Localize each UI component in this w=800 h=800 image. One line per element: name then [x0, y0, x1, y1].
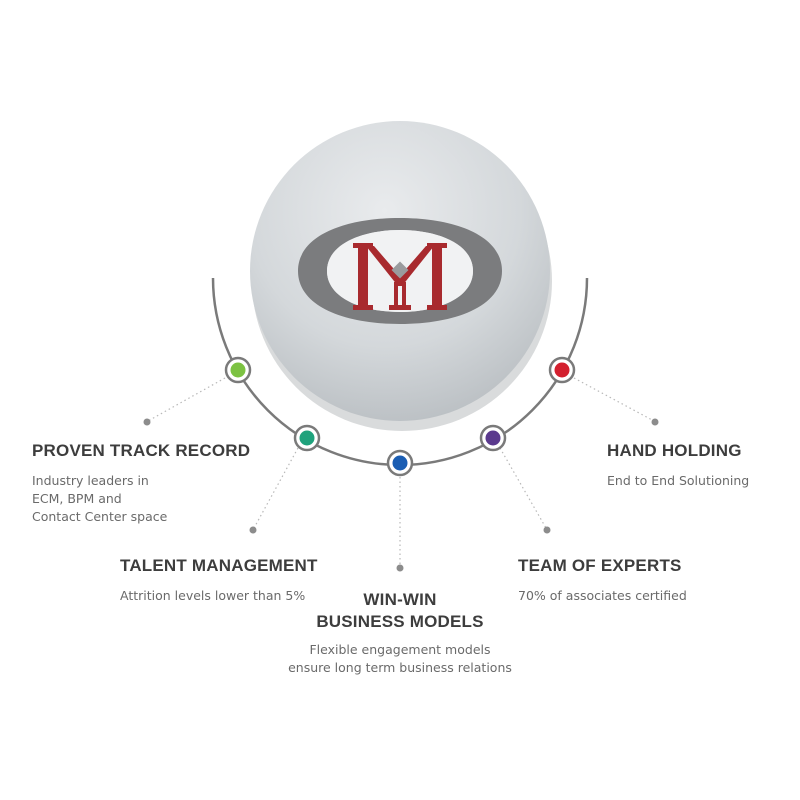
item-desc-line: Flexible engagement models: [309, 642, 491, 657]
item-desc-line: Industry leaders in: [32, 473, 149, 488]
company-logo: [298, 218, 502, 324]
item-desc-line: Contact Center space: [32, 509, 168, 524]
end-dot-experts: [543, 526, 551, 534]
item-title: TEAM OF EXPERTS: [518, 556, 682, 575]
connector-line-talent: [253, 447, 299, 529]
node-experts: [479, 424, 507, 452]
item-desc-line: ECM, BPM and: [32, 491, 122, 506]
connector-lines: [147, 377, 655, 566]
item-description: End to End Solutioning: [607, 472, 797, 490]
item-description: Industry leaders in ECM, BPM and Contact…: [32, 472, 292, 526]
item-description: Flexible engagement models ensure long t…: [250, 641, 550, 677]
item-description: Attrition levels lower than 5%: [120, 587, 380, 605]
item-desc-line: End to End Solutioning: [607, 473, 750, 488]
item-desc-line: ensure long term business relations: [288, 660, 512, 675]
item-title: WIN-WIN BUSINESS MODELS: [250, 589, 550, 633]
end-dot-talent: [249, 526, 257, 534]
item-title-line: WIN-WIN: [363, 590, 437, 609]
end-dot-proven: [143, 418, 151, 426]
node-winwin: [386, 449, 414, 477]
node-hand: [548, 356, 576, 384]
item-team-of-experts: TEAM OF EXPERTS 70% of associates certif…: [518, 555, 788, 605]
end-dot-winwin: [396, 564, 404, 572]
item-hand-holding: HAND HOLDING End to End Solutioning: [607, 440, 797, 490]
connector-line-proven: [147, 377, 226, 422]
node-proven: [224, 356, 252, 384]
connector-line-hand: [573, 377, 655, 422]
item-proven-track-record: PROVEN TRACK RECORD Industry leaders in …: [32, 440, 292, 526]
node-talent: [293, 424, 321, 452]
logo-diamond: [391, 261, 409, 279]
connector-end-dots: [143, 418, 659, 572]
item-title-line: BUSINESS MODELS: [316, 612, 484, 631]
item-desc-line: 70% of associates certified: [518, 588, 687, 603]
item-title: TALENT MANAGEMENT: [120, 556, 318, 575]
item-desc-line: Attrition levels lower than 5%: [120, 588, 306, 603]
item-win-win-business-models: WIN-WIN BUSINESS MODELS Flexible engagem…: [250, 589, 550, 677]
connector-line-experts: [499, 447, 547, 529]
item-title: HAND HOLDING: [607, 441, 742, 460]
item-title: PROVEN TRACK RECORD: [32, 441, 251, 460]
item-description: 70% of associates certified: [518, 587, 788, 605]
end-dot-hand: [651, 418, 659, 426]
item-talent-management: TALENT MANAGEMENT Attrition levels lower…: [120, 555, 380, 605]
